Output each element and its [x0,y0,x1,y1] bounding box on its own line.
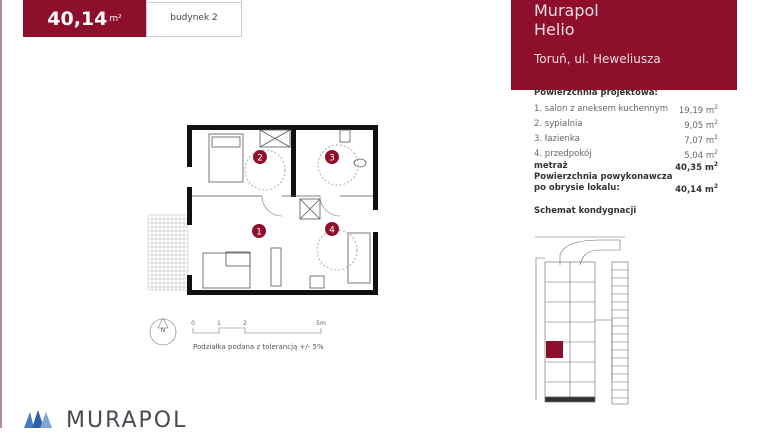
unit-sup: 2 [713,161,718,168]
balcony [147,214,189,291]
room-marker [253,150,267,164]
post-value: 40,14 m [675,184,714,195]
marker-label: 4 [329,226,335,236]
interior-lines [192,129,373,289]
room-marker [325,150,339,164]
area-unit: m² [109,13,122,24]
room-marker [252,224,266,238]
total-row: metraż 40,35 m2 [534,161,718,173]
room-value: 9,05 m [684,120,715,131]
marker-label: 3 [329,154,335,164]
schema-heading: Schemat kondygnacji [534,206,637,216]
scale-label: 2 [243,320,247,327]
room-label: 2. sypialnia [534,119,583,129]
building-label: budynek 2 [146,0,242,37]
room-row: 3. łazienka 7,07 m2 [534,134,718,149]
scale-bar: 0 1 2 5m [191,320,326,334]
murapol-logo-icon [24,410,52,428]
marker-label: 2 [257,154,263,164]
post-label: po obrysie lokalu: [534,183,620,193]
apartment-highlight [546,341,563,358]
post-row: Powierzchnia powykonawcza [534,172,718,183]
total-value: 40,35 m [675,162,714,173]
room-value: 5,04 m [684,150,715,161]
room-row: 2. sypialnia 9,05 m2 [534,119,718,134]
investment-banner: Murapol Helio Toruń, ul. Heweliusza [511,0,737,90]
room-value: 7,07 m [684,135,715,146]
compass-label: N [161,327,166,334]
investment-name: Helio [534,20,575,39]
area-badge: 40,14 m² [23,0,146,37]
post-row: po obrysie lokalu: 40,14 m2 [534,183,718,195]
unit-sup: 2 [714,149,718,156]
marker-label: 1 [256,228,262,238]
investment-address: Toruń, ul. Heweliusza [534,52,661,66]
room-row: 4. przedpokój 5,04 m2 [534,149,718,161]
logo-text: MURAPOL [66,408,188,433]
unit-sup: 2 [714,134,718,141]
scale-caption: Podziałka podana z tolerancją +/- 5% [193,343,324,351]
logo: MURAPOL [58,410,187,432]
unit-sup: 2 [714,104,718,111]
room-label: 1. salon z aneksem kuchennym [534,104,669,114]
compass-icon: N [149,317,177,346]
scale-label: 5m [316,320,326,327]
room-label: 4. przedpokój [534,149,592,159]
total-label: metraż [534,161,568,171]
specs-heading: Powierzchnia projektowa: [534,88,658,98]
room-label: 3. łazienka [534,134,580,144]
room-markers: 1 2 3 4 [252,150,339,238]
floor-schema [535,236,629,405]
room-row: 1. salon z aneksem kuchennym 19,19 m2 [534,104,718,119]
page-edge [0,0,2,428]
area-value: 40,14 [47,7,108,30]
unit-sup: 2 [713,183,718,190]
turning-circles [244,144,359,271]
area-specs: Powierzchnia projektowa: 1. salon z anek… [534,88,718,195]
post-label: Powierzchnia powykonawcza [534,172,673,182]
scale-label: 1 [217,320,221,327]
unit-sup: 2 [714,119,718,126]
divider [146,2,241,3]
room-value: 19,19 m [678,105,715,116]
scale-label: 0 [191,320,195,327]
room-marker [325,222,339,236]
walls [187,125,378,295]
brand-name: Murapol [534,1,599,20]
